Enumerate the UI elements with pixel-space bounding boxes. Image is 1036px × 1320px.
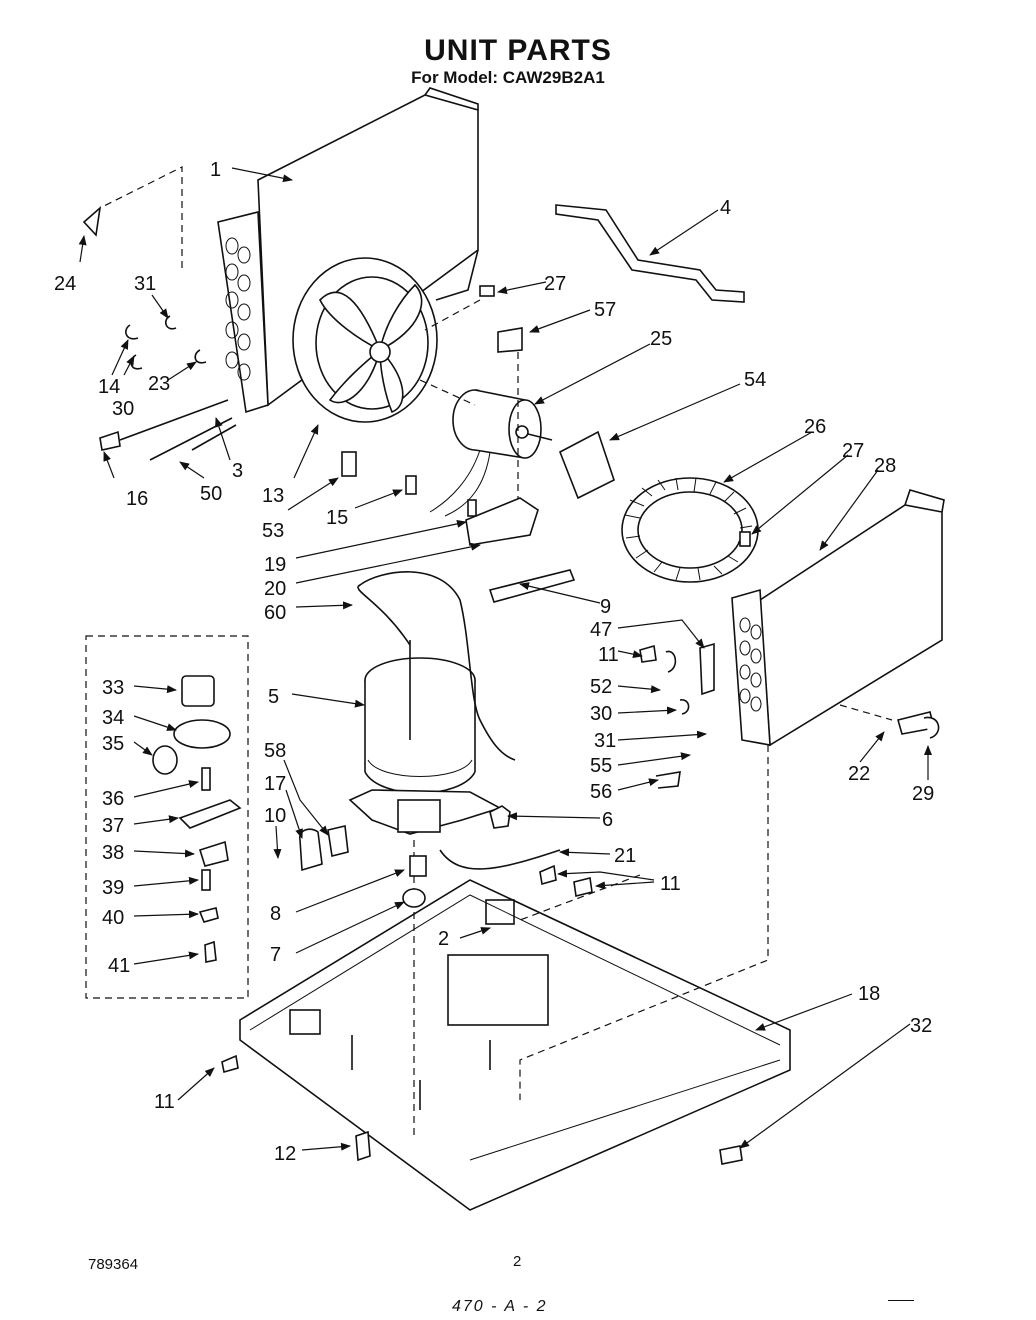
callout-32: 32 xyxy=(910,1015,932,1037)
callout-33: 33 xyxy=(102,677,124,699)
callout-19: 19 xyxy=(264,554,286,576)
top-brace xyxy=(555,204,745,303)
callout-31b: 31 xyxy=(594,730,616,752)
callout-23: 23 xyxy=(148,373,170,395)
blower-wheel xyxy=(621,477,759,583)
callout-53: 53 xyxy=(262,520,284,542)
callout-21: 21 xyxy=(614,845,636,867)
leader-lines xyxy=(78,167,932,1151)
callout-3: 3 xyxy=(232,460,243,482)
callout-2: 2 xyxy=(438,928,449,950)
callout-27b: 27 xyxy=(842,440,864,462)
callout-56: 56 xyxy=(590,781,612,803)
callout-15: 15 xyxy=(326,507,348,529)
callout-11a: 11 xyxy=(598,644,619,666)
callout-57: 57 xyxy=(594,299,616,321)
callout-11b: 11 xyxy=(660,873,681,895)
small-parts xyxy=(82,205,940,1165)
callout-12: 12 xyxy=(274,1143,296,1165)
page-title: UNIT PARTS xyxy=(424,34,612,67)
callout-50: 50 xyxy=(200,483,222,505)
callout-55: 55 xyxy=(590,755,612,777)
diagram-code: 789364 xyxy=(88,1256,139,1273)
callout-14: 14 xyxy=(98,376,120,398)
callout-5: 5 xyxy=(268,686,279,708)
callout-4: 4 xyxy=(720,197,731,219)
callout-11c: 11 xyxy=(154,1091,175,1113)
callout-24: 24 xyxy=(54,273,76,295)
callout-29: 29 xyxy=(912,783,934,805)
callout-labels: 1 4 24 31 14 23 30 27 57 25 54 26 27 28 … xyxy=(54,159,934,1165)
callout-31a: 31 xyxy=(134,273,156,295)
callout-27a: 27 xyxy=(544,273,566,295)
callout-10: 10 xyxy=(264,805,286,827)
callout-47: 47 xyxy=(590,619,612,641)
callout-54: 54 xyxy=(744,369,766,391)
callout-36: 36 xyxy=(102,788,124,810)
callout-22: 22 xyxy=(848,763,870,785)
motor-mount-gasket xyxy=(558,430,615,500)
condenser-coil xyxy=(217,87,479,414)
callout-26: 26 xyxy=(804,416,826,438)
callout-1: 1 xyxy=(210,159,221,181)
callout-18: 18 xyxy=(858,983,880,1005)
corner-mark xyxy=(888,1300,914,1301)
handwritten-note: 470 - A - 2 xyxy=(452,1298,548,1315)
condenser-fan-and-shroud xyxy=(292,257,438,477)
callout-41: 41 xyxy=(108,955,130,977)
model-subtitle: For Model: CAW29B2A1 xyxy=(411,68,605,87)
callout-60: 60 xyxy=(264,602,286,624)
callout-58: 58 xyxy=(264,740,286,762)
compressor xyxy=(348,571,516,835)
page-number: 2 xyxy=(513,1253,522,1270)
callout-38: 38 xyxy=(102,842,124,864)
callout-28: 28 xyxy=(874,455,896,477)
callout-25: 25 xyxy=(650,328,672,350)
callout-13: 13 xyxy=(262,485,284,507)
callout-35: 35 xyxy=(102,733,124,755)
callout-6: 6 xyxy=(602,809,613,831)
callout-30a: 30 xyxy=(112,398,134,420)
ground-wire xyxy=(439,849,561,870)
callout-7: 7 xyxy=(270,944,281,966)
callout-37: 37 xyxy=(102,815,124,837)
callout-8: 8 xyxy=(270,903,281,925)
fan-motor xyxy=(429,389,553,517)
callout-40: 40 xyxy=(102,907,124,929)
callout-52: 52 xyxy=(590,676,612,698)
evaporator-coil xyxy=(731,489,945,747)
callout-20: 20 xyxy=(264,578,286,600)
callout-34: 34 xyxy=(102,707,124,729)
callout-39: 39 xyxy=(102,877,124,899)
callout-16: 16 xyxy=(126,488,148,510)
base-pan xyxy=(239,879,791,1211)
callout-17: 17 xyxy=(264,773,286,795)
callout-9: 9 xyxy=(600,596,611,618)
callout-30b: 30 xyxy=(590,703,612,725)
overload-kit-box xyxy=(85,635,249,999)
